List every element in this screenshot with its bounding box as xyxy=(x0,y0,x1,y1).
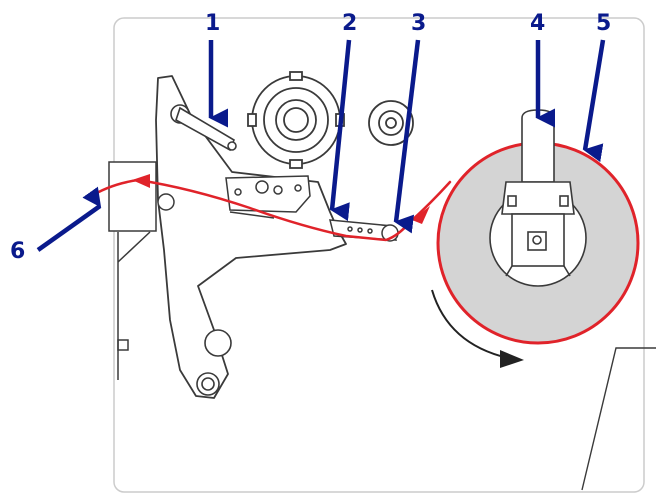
ribbon-supply xyxy=(368,100,414,146)
callout-label-3: 3 xyxy=(411,11,426,36)
curved-arrow-icon xyxy=(431,289,524,368)
printhead-assembly xyxy=(157,175,311,219)
printer-panel xyxy=(113,17,645,493)
bracket-holes xyxy=(196,329,232,396)
callout-label-6: 6 xyxy=(10,239,25,264)
peel-bracket xyxy=(155,75,347,399)
callout-label-5: 5 xyxy=(596,11,611,36)
callout-arrow-3 xyxy=(393,39,421,234)
callout-arrow-2 xyxy=(329,39,352,222)
callout-label-4: 4 xyxy=(530,11,545,36)
media-guide xyxy=(108,161,157,232)
door-edge xyxy=(581,347,656,491)
callout-label-2: 2 xyxy=(342,11,357,36)
frame-edge xyxy=(117,231,151,380)
release-lever xyxy=(170,104,237,152)
callout-label-1: 1 xyxy=(205,11,220,36)
ribbon-spindle xyxy=(247,71,345,169)
callout-arrow-6 xyxy=(36,186,102,252)
callout-arrow-5 xyxy=(582,39,606,163)
